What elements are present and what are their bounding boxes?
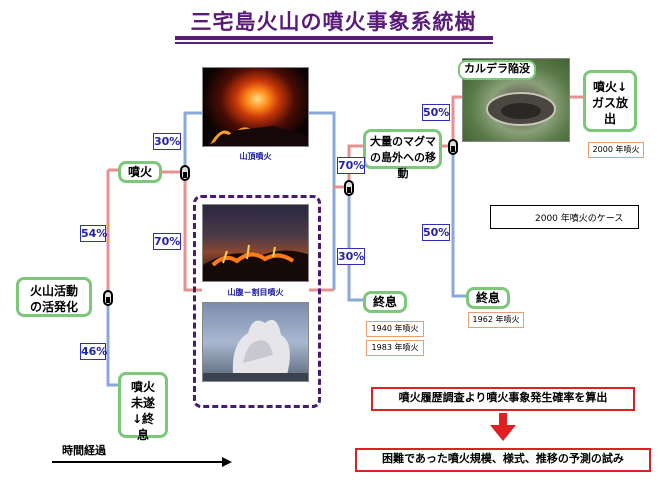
title-underline [175,36,493,40]
record-1940: 1940 年噴火 [366,321,424,337]
caption-flank: 山腹－割目噴火 [227,288,284,297]
node-activity-increase: 火山活動の活発化 [16,277,92,317]
branch-node-caldera [448,139,458,155]
prob-caldera: 50% [422,104,450,121]
conclusion-prediction: 困難であった噴火規模、様式、推移の予測の試み [355,448,651,472]
node-eruption: 噴火 [118,161,162,183]
prob-end-right: 50% [422,224,450,241]
node-eruption-gas-label: 噴火↓ガス放出 [592,80,629,126]
conclusion-probability: 噴火履歴調査より噴火事象発生確率を算出 [371,387,635,411]
photo-coastal-explosion [202,302,309,382]
record-1983: 1983 年噴火 [366,340,424,356]
legend-box: 2000 年噴火のケース [490,205,639,229]
title-underline-thin [175,42,493,44]
prob-eruption: 54% [80,225,108,242]
prob-summit: 30% [153,133,181,150]
node-end-right-label: 終息 [475,291,500,305]
node-activity-increase-label: 火山活動の活発化 [29,284,78,314]
node-end-right: 終息 [466,287,510,309]
node-no-eruption-label: 噴火未遂↓終息 [130,380,155,442]
steam-plume-icon [203,319,308,381]
group-flank-coastal [193,195,321,408]
node-end-mid: 終息 [363,291,407,313]
branch-node-start [103,290,113,306]
page-title: 三宅島火山の噴火事象系統樹 [190,10,477,34]
node-magma-migration: 大量のマグマの島外への移動 [363,129,442,180]
prob-end-mid: 30% [337,248,365,265]
branch-node-magma [344,180,354,196]
flank-fissure-icon [203,244,308,281]
node-caldera: カルデラ陥没 [458,60,536,80]
record-1962: 1962 年噴火 [468,312,524,328]
node-caldera-label: カルデラ陥没 [464,62,530,75]
prob-flank: 70% [153,233,181,250]
caldera-crater-icon [486,92,556,126]
node-eruption-label: 噴火 [127,165,152,179]
photo-flank-eruption [202,204,309,282]
prob-no-eruption: 46% [80,343,108,360]
time-axis-label: 時間経過 [62,444,106,457]
prob-magma-migration: 70% [337,157,365,174]
photo-summit-eruption [202,67,309,147]
node-no-eruption: 噴火未遂↓終息 [118,372,168,442]
caption-summit: 山頂噴火 [239,152,272,161]
node-eruption-gas: 噴火↓ガス放出 [583,70,637,132]
record-2000: 2000 年噴火 [588,142,644,158]
legend-label-2000: 2000 年噴火のケース [535,214,624,224]
node-end-mid-label: 終息 [372,295,397,309]
summit-lava-icon [206,126,308,146]
branch-node-eruption [180,165,190,181]
node-magma-migration-label: 大量のマグマの島外への移動 [370,135,436,180]
